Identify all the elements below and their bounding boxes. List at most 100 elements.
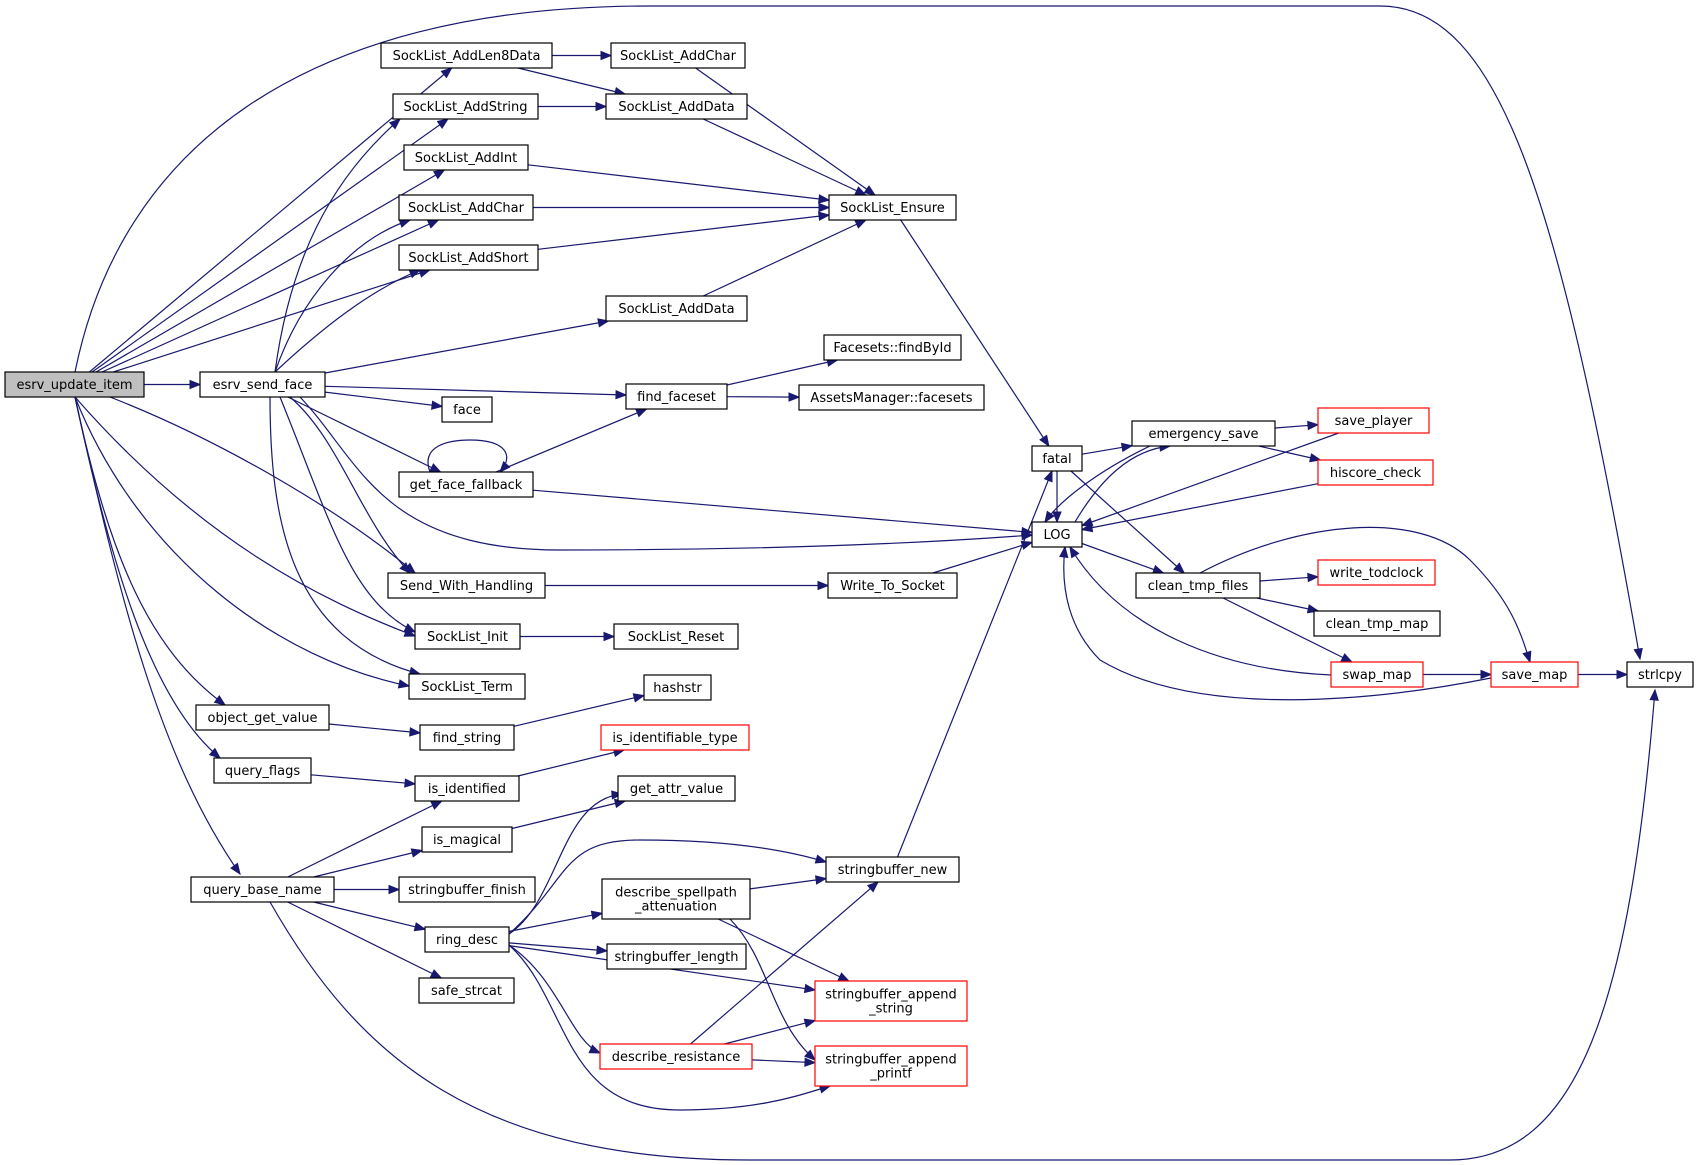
edge-line	[74, 396, 241, 875]
edge-query_flags-to-is_identified	[310, 774, 417, 788]
node-hashstr[interactable]: hashstr	[643, 674, 712, 701]
node-clean_tmp_map[interactable]: clean_tmp_map	[1313, 610, 1441, 637]
node-is_identified[interactable]: is_identified	[414, 775, 520, 802]
edge-ring_desc-to-describe_spellpath_attenuation	[508, 910, 604, 932]
node-label: ring_desc	[436, 933, 498, 948]
node-Facesets_findById[interactable]: Facesets::findById	[823, 334, 962, 361]
node-SockList_AddInt[interactable]: SockList_AddInt	[403, 144, 529, 171]
node-stringbuffer_append_printf[interactable]: stringbuffer_append_printf	[814, 1045, 968, 1087]
edge-line	[299, 396, 1033, 551]
edge-arrowhead	[866, 881, 880, 893]
edge-line	[274, 118, 401, 373]
node-stringbuffer_length[interactable]: stringbuffer_length	[606, 943, 747, 970]
node-label: get_attr_value	[630, 782, 723, 797]
node-swap_map[interactable]: swap_map	[1330, 661, 1424, 688]
node-Write_To_Socket[interactable]: Write_To_Socket	[827, 572, 958, 599]
node-SockList_AddShort[interactable]: SockList_AddShort	[398, 244, 539, 271]
node-Send_With_Handling[interactable]: Send_With_Handling	[387, 572, 546, 599]
edge-ring_desc-to-describe_resistance	[508, 944, 602, 1054]
node-label: SockList_AddLen8Data	[393, 49, 541, 64]
node-SockList_AddChar_a[interactable]: SockList_AddChar	[398, 194, 534, 221]
node-stringbuffer_finish[interactable]: stringbuffer_finish	[398, 876, 536, 903]
node-SockList_AddString[interactable]: SockList_AddString	[392, 93, 539, 120]
edge-ring_desc-to-stringbuffer_length	[508, 942, 609, 955]
node-esrv_update_item[interactable]: esrv_update_item	[4, 371, 145, 398]
node-SockList_AddData_a[interactable]: SockList_AddData	[605, 93, 748, 120]
node-label: get_face_fallback	[410, 478, 523, 493]
node-box	[421, 826, 513, 853]
edge-line	[1081, 542, 1164, 574]
node-save_player[interactable]: save_player	[1317, 407, 1430, 434]
edge-esrv_send_face-to-SockList_AddShort	[274, 269, 422, 373]
node-SockList_Reset[interactable]: SockList_Reset	[613, 623, 739, 650]
node-stringbuffer_new[interactable]: stringbuffer_new	[825, 856, 960, 883]
node-stringbuffer_append_string[interactable]: stringbuffer_append_string	[814, 980, 968, 1022]
node-esrv_send_face[interactable]: esrv_send_face	[199, 371, 326, 398]
edge-line	[527, 164, 830, 201]
node-SockList_AddChar_b[interactable]: SockList_AddChar	[610, 42, 746, 69]
node-safe_strcat[interactable]: safe_strcat	[418, 977, 515, 1004]
edge-line	[95, 169, 445, 373]
edge-line	[287, 396, 441, 473]
edge-get_face_fallback-to-get_face_fallback	[427, 439, 511, 474]
edge-line	[310, 774, 416, 785]
node-find_faceset[interactable]: find_faceset	[625, 383, 728, 410]
node-label: SockList_AddString	[403, 100, 527, 115]
node-query_base_name[interactable]: query_base_name	[190, 876, 335, 903]
node-strlcpy[interactable]: strlcpy	[1626, 661, 1694, 688]
edge-arrowhead	[397, 679, 411, 689]
node-hiscore_check[interactable]: hiscore_check	[1317, 459, 1434, 486]
node-label: _printf	[869, 1067, 912, 1082]
node-is_identifiable_type[interactable]: is_identifiable_type	[600, 724, 750, 751]
node-box	[398, 194, 534, 221]
edge-line	[508, 942, 608, 952]
edge-arrowhead	[1069, 545, 1080, 559]
node-LOG[interactable]: LOG	[1031, 521, 1083, 548]
edge-SockList_AddData_b-to-SockList_Ensure	[702, 219, 868, 297]
node-box	[387, 572, 546, 599]
edge-line	[328, 723, 421, 734]
node-object_get_value[interactable]: object_get_value	[195, 704, 330, 731]
node-get_face_fallback[interactable]: get_face_fallback	[398, 471, 534, 498]
edge-arrowhead	[430, 800, 443, 810]
edge-esrv_update_item-to-SockList_Term	[74, 396, 411, 689]
edge-line	[900, 219, 1050, 447]
node-SockList_Init[interactable]: SockList_Init	[414, 623, 521, 650]
node-ring_desc[interactable]: ring_desc	[424, 926, 510, 953]
node-find_string[interactable]: find_string	[419, 724, 515, 751]
node-label: SockList_AddData	[618, 100, 734, 115]
node-SockList_Ensure[interactable]: SockList_Ensure	[828, 194, 957, 221]
edge-line	[91, 118, 449, 373]
edge-line	[517, 67, 626, 95]
node-box	[1317, 459, 1434, 486]
node-SockList_Term[interactable]: SockList_Term	[408, 673, 526, 700]
node-is_magical[interactable]: is_magical	[421, 826, 513, 853]
node-get_attr_value[interactable]: get_attr_value	[617, 775, 736, 802]
edge-SockList_AddChar_b-to-SockList_Ensure	[695, 67, 877, 196]
node-fatal[interactable]: fatal	[1031, 445, 1083, 472]
edge-esrv_update_item-to-SockList_AddShort	[113, 268, 431, 373]
node-clean_tmp_files[interactable]: clean_tmp_files	[1135, 572, 1261, 599]
node-SockList_AddLen8Data[interactable]: SockList_AddLen8Data	[380, 42, 553, 69]
node-describe_resistance[interactable]: describe_resistance	[599, 1043, 753, 1070]
edge-line	[289, 396, 411, 574]
edge-line	[1081, 432, 1340, 527]
edge-line	[729, 918, 816, 1061]
node-save_map[interactable]: save_map	[1490, 661, 1579, 688]
edge-arrowhead	[815, 875, 828, 885]
edge-arrowhead	[1080, 522, 1094, 533]
node-face[interactable]: face	[441, 396, 493, 423]
edge-line	[269, 689, 1656, 1161]
edge-line	[1074, 445, 1171, 523]
edge-arrowhead	[854, 186, 868, 196]
node-SockList_AddData_b[interactable]: SockList_AddData	[605, 295, 748, 322]
node-label: SockList_Reset	[628, 630, 724, 645]
node-emergency_save[interactable]: emergency_save	[1131, 420, 1276, 447]
edge-arrowhead	[1173, 562, 1186, 574]
node-AssetsManager_facesets[interactable]: AssetsManager::facesets	[798, 384, 985, 411]
node-write_todclock[interactable]: write_todclock	[1317, 559, 1436, 586]
node-describe_spellpath_attenuation[interactable]: describe_spellpath_attenuation	[601, 878, 751, 920]
edge-line	[702, 219, 867, 297]
node-query_flags[interactable]: query_flags	[213, 757, 312, 784]
